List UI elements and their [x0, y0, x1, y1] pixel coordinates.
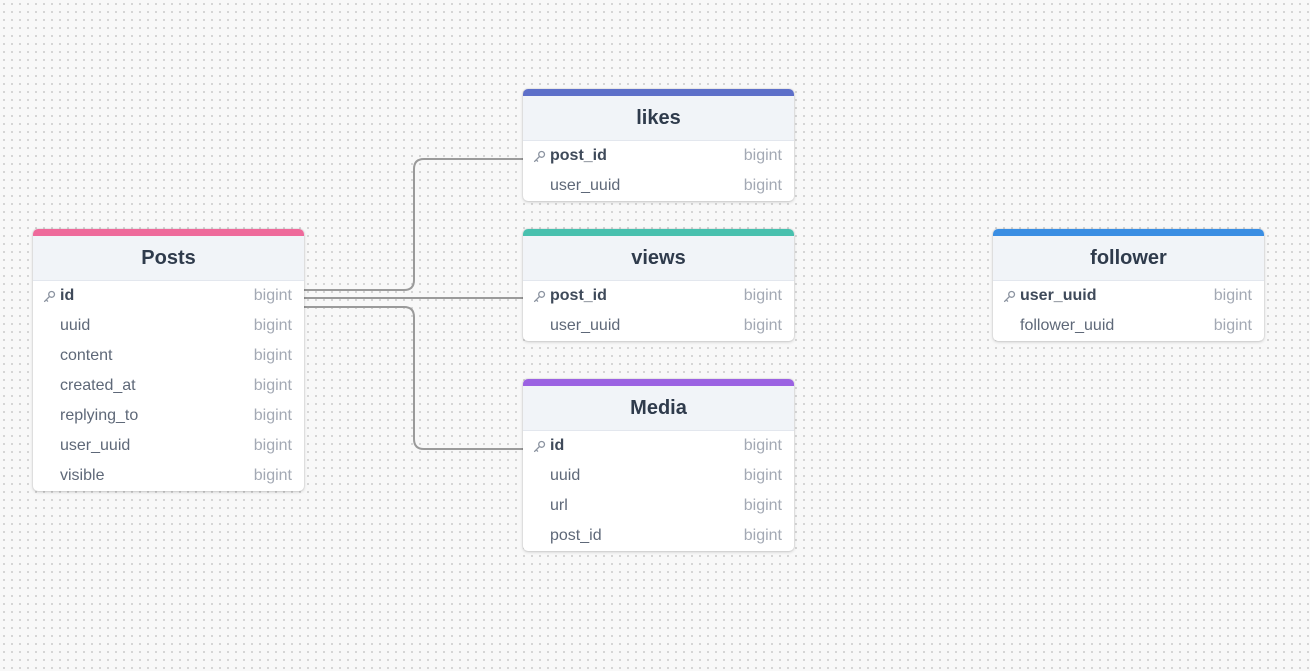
key-spacer [1003, 318, 1020, 334]
column-row[interactable]: url bigint [523, 491, 794, 521]
table-title[interactable]: follower [993, 236, 1264, 281]
column-type: bigint [743, 497, 782, 514]
column-row[interactable]: replying_to bigint [33, 401, 304, 431]
key-spacer [43, 348, 60, 364]
column-name: user_uuid [550, 177, 621, 194]
column-row[interactable]: user_uuid bigint [33, 431, 304, 461]
column-type: bigint [1213, 287, 1252, 304]
column-name: user_uuid [550, 317, 621, 334]
key-spacer [533, 318, 550, 334]
table-title[interactable]: views [523, 236, 794, 281]
column-name: id [550, 437, 565, 454]
column-name: uuid [60, 317, 91, 334]
column-type: bigint [253, 317, 292, 334]
table-color-bar [33, 229, 304, 236]
key-spacer [43, 378, 60, 394]
column-row[interactable]: uuid bigint [523, 461, 794, 491]
table-title[interactable]: Media [523, 386, 794, 431]
column-name: uuid [550, 467, 581, 484]
relation-posts-likes[interactable] [304, 158, 524, 291]
column-type: bigint [743, 177, 782, 194]
column-type: bigint [743, 317, 782, 334]
column-type: bigint [253, 437, 292, 454]
column-name: replying_to [60, 407, 139, 424]
column-name: url [550, 497, 568, 514]
column-row[interactable]: post_id bigint [523, 141, 794, 171]
column-type: bigint [743, 467, 782, 484]
key-spacer [533, 528, 550, 544]
table-color-bar [993, 229, 1264, 236]
key-spacer [43, 468, 60, 484]
column-row[interactable]: content bigint [33, 341, 304, 371]
column-type: bigint [253, 407, 292, 424]
column-name: post_id [550, 527, 602, 544]
column-type: bigint [253, 467, 292, 484]
column-name: visible [60, 467, 105, 484]
column-name: post_id [550, 287, 607, 304]
table-color-bar [523, 229, 794, 236]
column-type: bigint [743, 287, 782, 304]
key-icon [533, 438, 550, 454]
column-type: bigint [253, 377, 292, 394]
key-spacer [43, 408, 60, 424]
key-spacer [533, 178, 550, 194]
key-spacer [43, 318, 60, 334]
column-type: bigint [1213, 317, 1252, 334]
column-type: bigint [743, 437, 782, 454]
table-color-bar [523, 89, 794, 96]
column-row[interactable]: user_uuid bigint [993, 281, 1264, 311]
column-name: post_id [550, 147, 607, 164]
key-spacer [533, 468, 550, 484]
column-type: bigint [743, 147, 782, 164]
column-row[interactable]: id bigint [523, 431, 794, 461]
column-row[interactable]: post_id bigint [523, 281, 794, 311]
column-row[interactable]: user_uuid bigint [523, 311, 794, 341]
table-color-bar [523, 379, 794, 386]
column-row[interactable]: follower_uuid bigint [993, 311, 1264, 341]
relation-posts-media[interactable] [304, 306, 524, 450]
column-row[interactable]: visible bigint [33, 461, 304, 491]
column-name: user_uuid [1020, 287, 1097, 304]
column-row[interactable]: post_id bigint [523, 521, 794, 551]
key-icon [533, 148, 550, 164]
column-type: bigint [253, 347, 292, 364]
column-name: user_uuid [60, 437, 131, 454]
column-name: follower_uuid [1020, 317, 1115, 334]
column-row[interactable]: uuid bigint [33, 311, 304, 341]
table-title[interactable]: Posts [33, 236, 304, 281]
column-type: bigint [253, 287, 292, 304]
key-icon [43, 288, 60, 304]
key-spacer [533, 498, 550, 514]
column-name: id [60, 287, 75, 304]
column-name: created_at [60, 377, 136, 394]
key-spacer [43, 438, 60, 454]
column-type: bigint [743, 527, 782, 544]
key-icon [1003, 288, 1020, 304]
key-icon [533, 288, 550, 304]
column-row[interactable]: user_uuid bigint [523, 171, 794, 201]
table-title[interactable]: likes [523, 96, 794, 141]
column-list: id bigint uuid bigint url bigint post_id bigint [523, 431, 794, 551]
column-row[interactable]: created_at bigint [33, 371, 304, 401]
column-name: content [60, 347, 113, 364]
column-row[interactable]: id bigint [33, 281, 304, 311]
